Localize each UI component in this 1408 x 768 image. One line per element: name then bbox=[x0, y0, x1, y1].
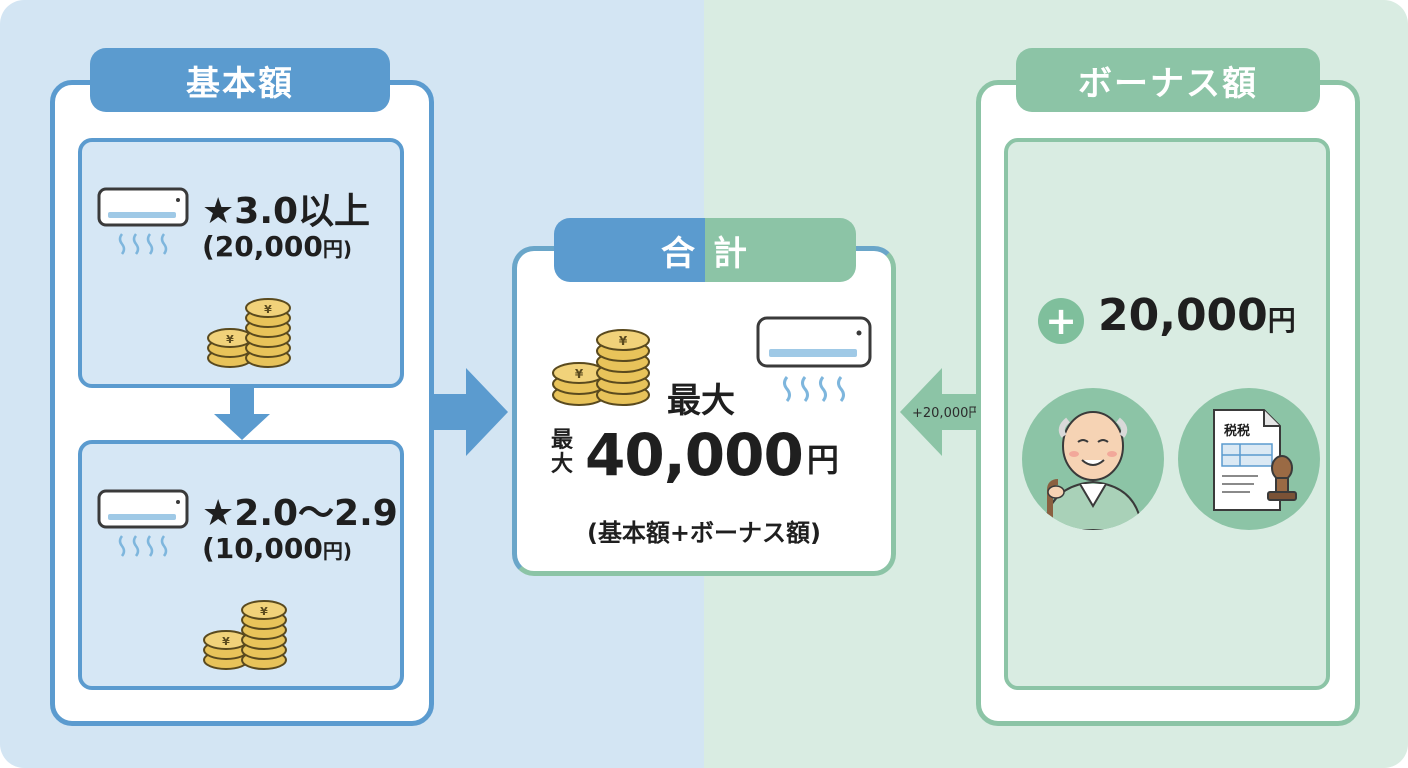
tier-rating-high: ★3.0以上 bbox=[202, 191, 371, 232]
total-title-left: 合 bbox=[661, 233, 697, 274]
total-panel: ¥ ¥ 最大 最大 40,000 円 (基本額+ボーナス額) bbox=[512, 246, 896, 576]
bonus-arrow-label: +20,000円 bbox=[912, 406, 982, 421]
elderly-person-circle bbox=[1022, 388, 1164, 530]
tier-amount-high: (20,000円) bbox=[202, 230, 352, 263]
svg-text:¥: ¥ bbox=[619, 334, 628, 348]
total-amount-yen: 円 bbox=[806, 441, 839, 479]
total-title-right: 計 bbox=[713, 233, 749, 274]
total-amount-number: 40,000 bbox=[585, 421, 804, 489]
air-conditioner-icon bbox=[97, 489, 189, 557]
svg-text:¥: ¥ bbox=[226, 333, 234, 346]
svg-text:¥: ¥ bbox=[222, 635, 230, 648]
plus-icon: + bbox=[1038, 298, 1084, 344]
arrow-left-icon bbox=[900, 368, 1008, 456]
elderly-person-icon bbox=[1042, 411, 1144, 530]
basic-amount-title: 基本額 bbox=[90, 48, 390, 112]
tier-card-high: ★3.0以上 (20,000円) ¥ ¥ bbox=[78, 138, 404, 388]
air-conditioner-icon bbox=[756, 316, 872, 402]
tier-amount-mid: (10,000円) bbox=[202, 532, 352, 565]
svg-text:¥: ¥ bbox=[264, 303, 272, 316]
yen-coin-stack-icon: ¥ ¥ bbox=[203, 600, 287, 670]
total-note: (基本額+ボーナス額) bbox=[586, 519, 822, 547]
svg-text:¥: ¥ bbox=[575, 367, 584, 381]
total-max-label: 最大 bbox=[667, 381, 735, 421]
arrow-right-icon bbox=[432, 368, 508, 456]
bonus-amount-title: ボーナス額 bbox=[1016, 48, 1320, 112]
tier-card-mid: ★2.0〜2.9 (10,000円) ¥ ¥ bbox=[78, 440, 404, 690]
total-prefix: 最大 bbox=[551, 428, 574, 477]
air-conditioner-icon bbox=[97, 187, 189, 255]
bonus-amount-value: 20,000円 bbox=[1098, 290, 1296, 341]
tax-document-label: 税税 bbox=[1224, 424, 1251, 439]
yen-coin-stack-icon: ¥ ¥ bbox=[207, 298, 291, 368]
bonus-card: + 20,000円 bbox=[1004, 138, 1330, 690]
total-title: 合 計 bbox=[554, 218, 856, 282]
svg-text:¥: ¥ bbox=[260, 605, 268, 618]
total-amount: 最大 40,000 円 bbox=[551, 423, 839, 487]
tier-rating-mid: ★2.0〜2.9 bbox=[202, 493, 398, 534]
yen-coin-stack-icon: ¥ ¥ bbox=[552, 329, 650, 406]
tax-document-circle: 税税 bbox=[1178, 388, 1320, 530]
tax-document-icon bbox=[1213, 409, 1297, 511]
arrow-down-icon bbox=[214, 388, 270, 440]
